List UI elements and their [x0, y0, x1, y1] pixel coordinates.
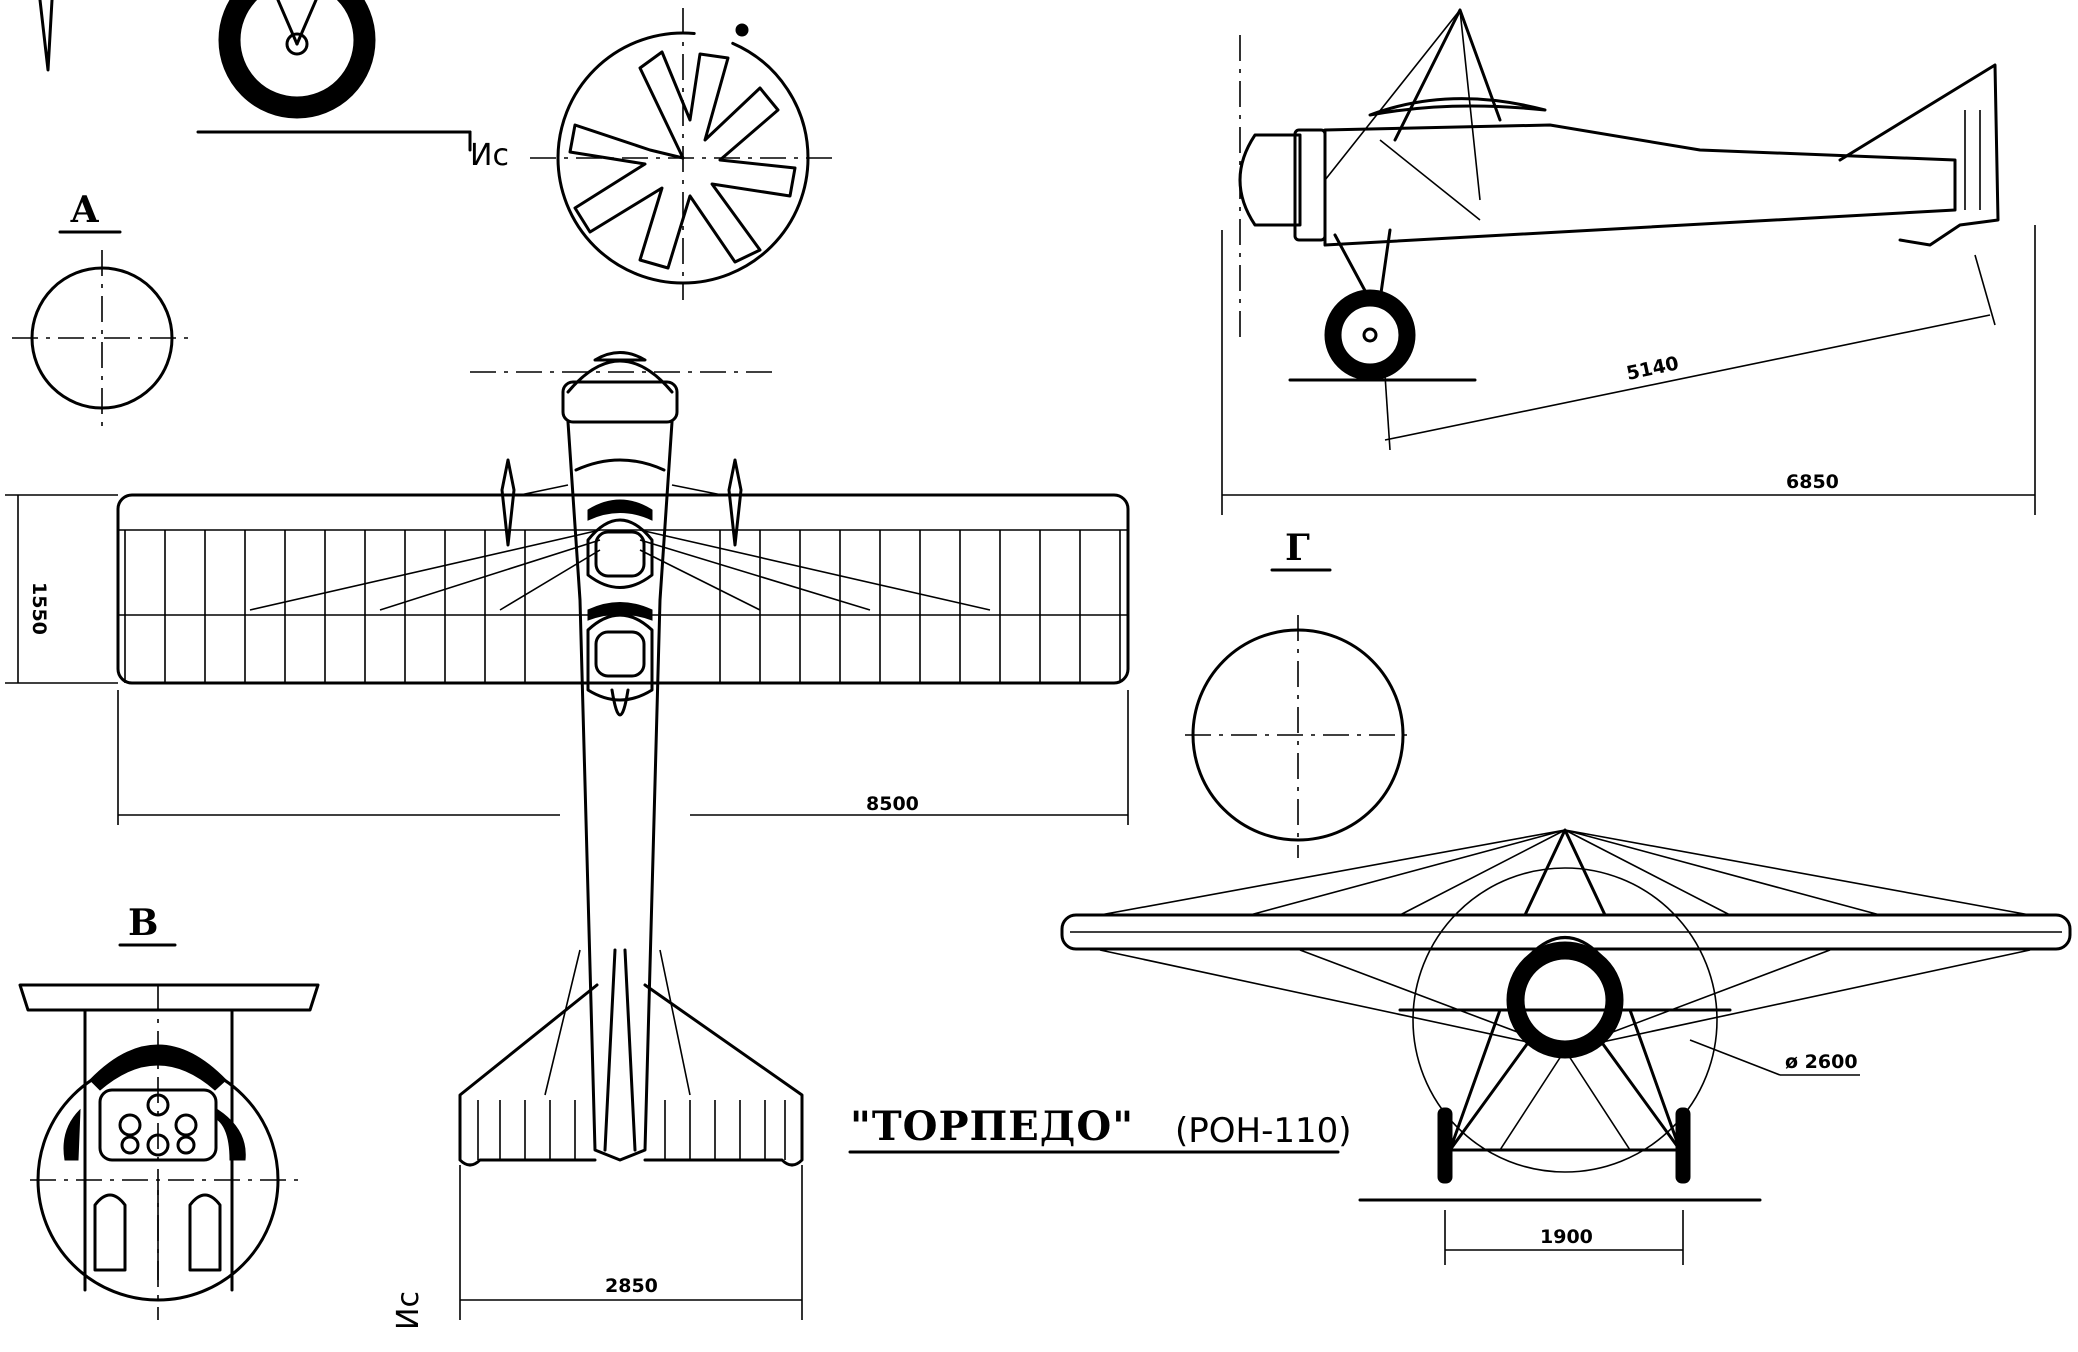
dim-wingspan: 8500	[866, 793, 919, 815]
view-label-b: В	[128, 902, 158, 944]
ground-mark-bottom: Ис	[391, 1291, 426, 1330]
wing-ribs	[124, 530, 1121, 683]
ground-mark-top: Ис	[470, 138, 509, 173]
drawing-subtitle: (РОН-110)	[1175, 1111, 1352, 1151]
plan-view	[5, 351, 1130, 1320]
view-a-circle	[12, 250, 188, 428]
rotary-engine-front	[530, 8, 835, 300]
view-g-circle	[1185, 615, 1415, 858]
dim-tail-span: 2850	[605, 1275, 658, 1297]
drawing-title: "ТОРПЕДО"	[850, 1103, 1134, 1150]
view-b-section	[18, 983, 320, 1320]
dim-track: 1900	[1540, 1226, 1593, 1248]
view-label-a: А	[70, 189, 99, 231]
wheel-detail	[38, 0, 472, 152]
dim-wing-chord: 1550	[28, 582, 50, 635]
view-label-g: Г	[1285, 527, 1310, 569]
dim-prop-diameter: ø 2600	[1785, 1051, 1858, 1073]
side-view	[1221, 8, 2036, 515]
front-view	[1060, 828, 2072, 1265]
dim-overall-length: 6850	[1786, 471, 1839, 493]
